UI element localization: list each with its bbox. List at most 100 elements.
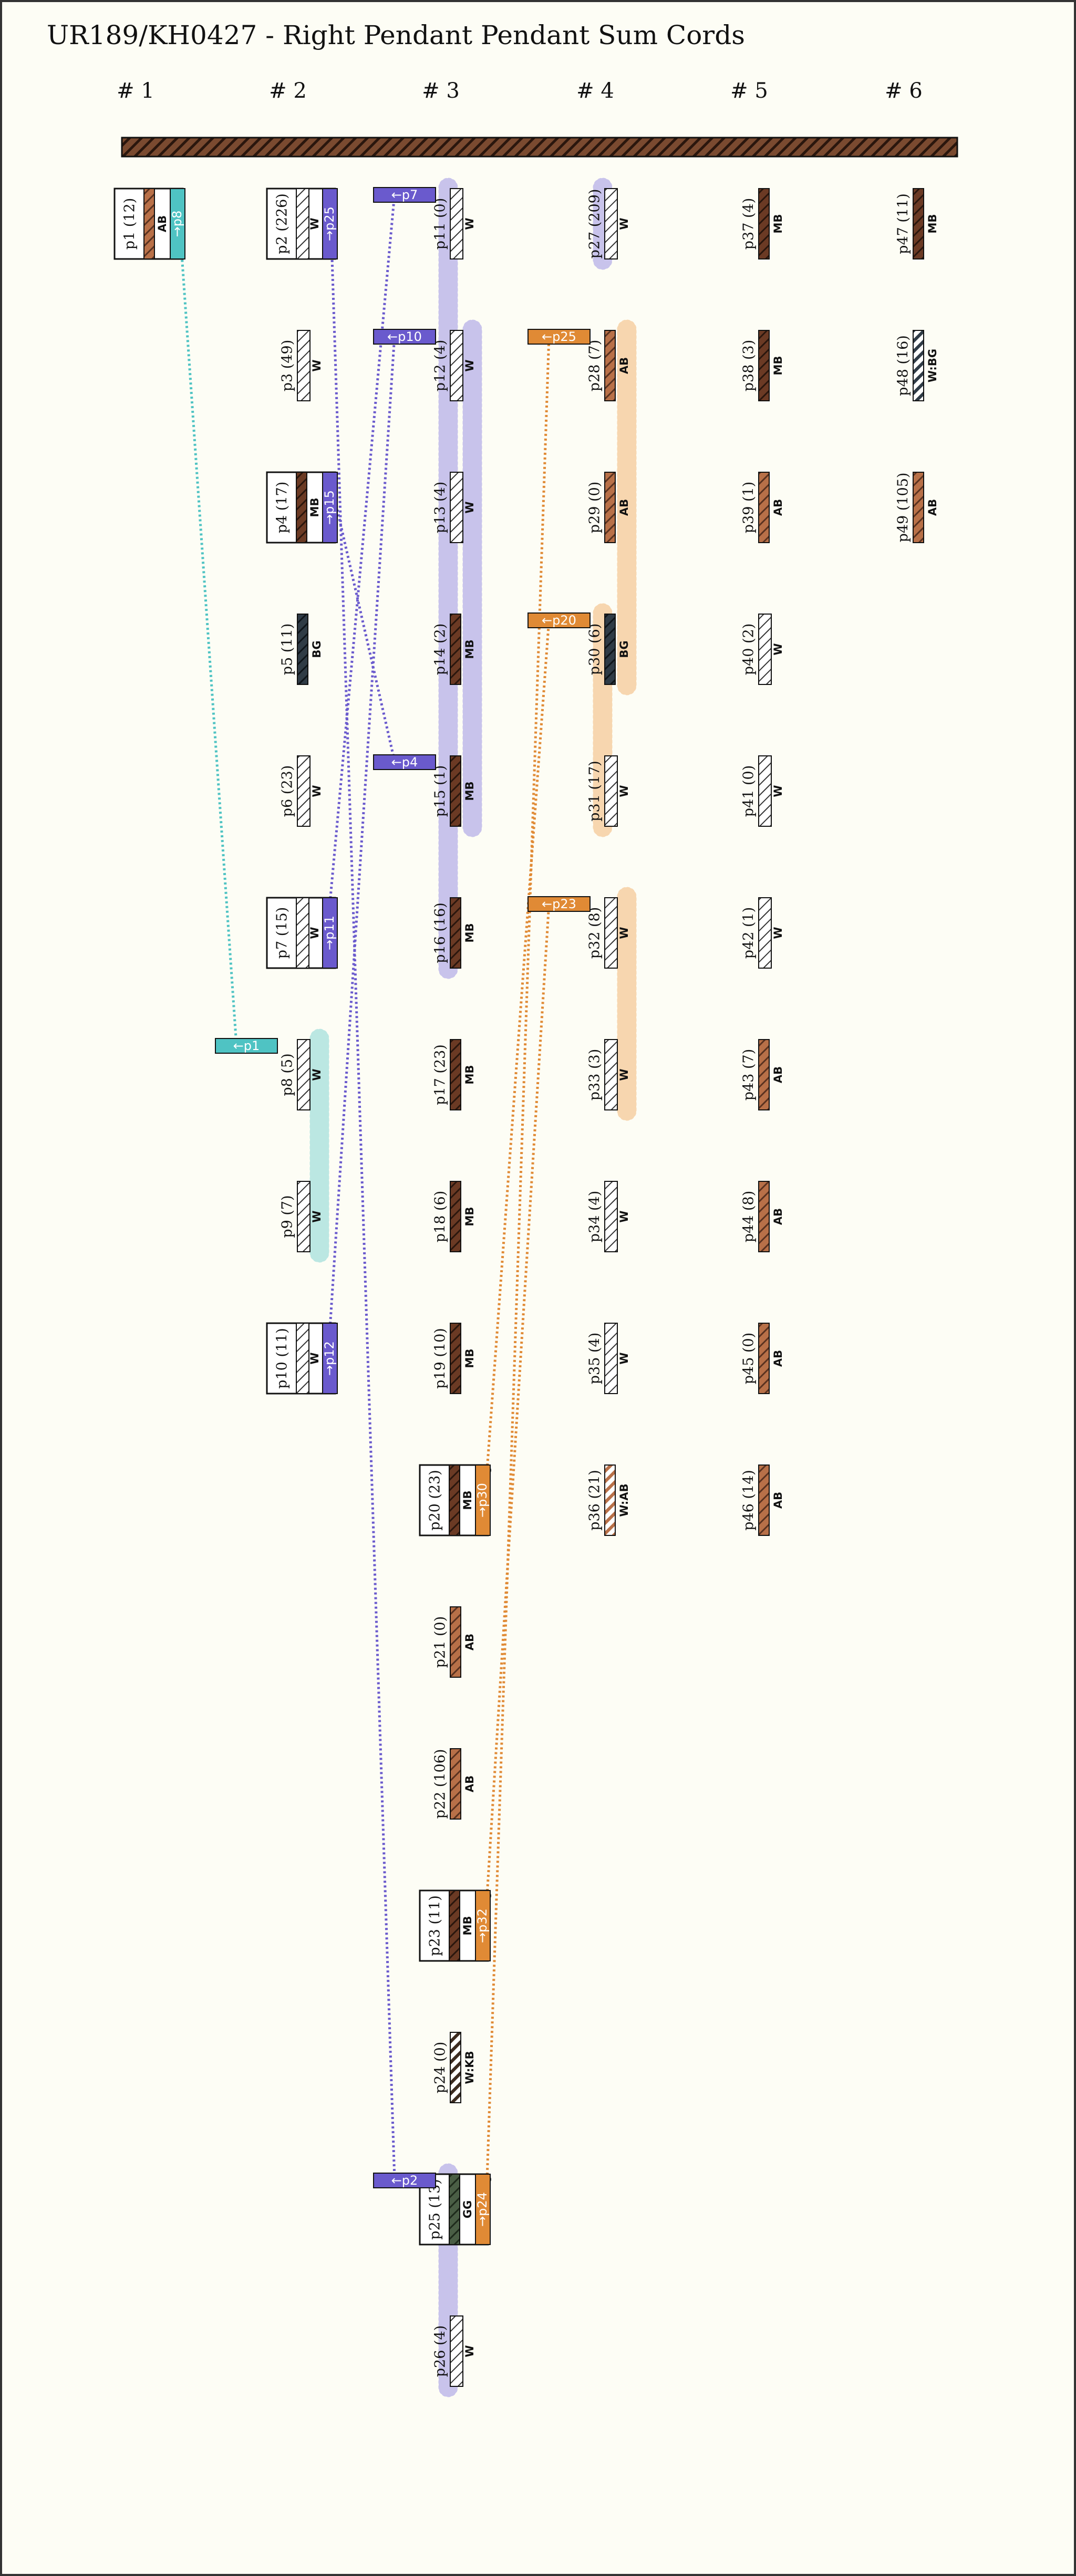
source-tag [527,896,591,912]
source-tag [373,329,436,345]
source-tag-label: ←p10 [387,329,422,344]
pendant-cord: p36 (21)W:AB [587,1464,630,1536]
cord-label: p34 (4) [587,1191,603,1242]
cord-color-code: W [311,1068,323,1081]
cord-color-code: AB [772,499,784,516]
cord-color-code: MB [463,782,476,801]
pendant-cord: p8 (5)W [280,1039,323,1110]
cord-color-code: W:BG [926,349,939,382]
source-tag-label: ←p7 [391,188,418,202]
cord-label: p48 (16) [895,335,912,396]
cord-label: p43 (7) [741,1049,757,1100]
cord-bar [449,1464,460,1536]
pendant-cord: p14 (2)MB [432,614,476,685]
cord-color-code: W [618,217,630,230]
sum-tag [475,1464,491,1536]
cord-color-code: AB [772,1066,784,1083]
sum-tag-label: →p32 [475,1908,490,1943]
pendant-cord: p7 (15)W→p11 [266,897,338,969]
pendant-cord: p23 (11)MB→p32 [419,1889,491,1962]
cord-label: p11 (0) [432,198,449,250]
cord-bar [450,755,461,827]
cord-bar [450,1039,461,1110]
cord-label: p1 (12) [122,198,138,250]
cord-label: p39 (1) [741,482,757,533]
cord-label: p24 (0) [432,2042,449,2093]
cord-bar [604,1181,618,1252]
pendant-cord: p11 (0)W [432,188,476,259]
cord-color-code: W [618,785,630,797]
cord-bar [450,1748,461,1820]
cord-color-code: W [772,785,784,797]
cord-bar [450,614,461,685]
cord-bar [296,897,309,969]
cord-label: p40 (2) [741,624,757,675]
sum-link [328,193,396,903]
sum-tag-label: →p8 [170,211,184,237]
sum-band [309,1029,329,1263]
cord-label: p16 (16) [432,902,449,963]
source-tag-label: ←p1 [233,1038,260,1053]
pendant-cord: p26 (4)W [432,2315,476,2387]
cord-color-code: MB [463,1207,476,1227]
sum-tag [475,1890,491,1961]
cord-label: p17 (23) [432,1044,449,1105]
sum-tag [322,188,338,259]
pendant-cord: p20 (23)MB→p30 [419,1464,491,1536]
cord-label: p42 (1) [741,907,757,959]
pendant-cord: p44 (8)AB [741,1181,784,1252]
cord-bar [913,330,924,401]
cord-color-code: MB [308,498,321,517]
cord-bar [758,897,772,969]
cord-bar [297,1039,311,1110]
cord-color-code: W [311,1210,323,1222]
pendant-cord: p2 (226)W→p25 [266,188,338,260]
cord-label: p15 (1) [432,765,449,817]
source-tag-label: ←p20 [542,613,576,628]
sum-tag-label: →p15 [322,490,337,525]
pendant-cord: p41 (0)W [741,755,784,827]
cord-color-code: AB [156,215,169,232]
cord-label: p14 (2) [432,624,449,675]
cord-bar [604,1039,618,1110]
cord-color-code: W [311,359,323,371]
cord-bar [450,1323,461,1394]
sum-band [438,178,458,979]
cord-label: p19 (10) [432,1328,449,1389]
pendant-cord: p35 (4)W [587,1323,630,1394]
cord-color-code: W [618,1068,630,1081]
cord-color-code: AB [618,357,630,374]
cord-color-code: MB [926,214,939,234]
pendant-cord: p38 (3)MB [741,330,784,401]
pendant-cord: p5 (11)BG [280,614,323,685]
cord-bar [913,472,924,543]
sum-tag [322,897,338,969]
pendant-cord: p27 (209)W [587,188,630,259]
cord-bar [758,1039,770,1110]
pendant-cord: p22 (106)AB [432,1748,476,1820]
cord-color-code: MB [463,923,476,943]
cord-bar [450,472,463,543]
cord-label: p35 (4) [587,1333,603,1384]
cord-label: p6 (23) [280,765,296,817]
cord-label: p12 (4) [432,340,449,391]
cord-bar [604,1464,616,1536]
pendant-cord: p37 (4)MB [741,188,784,259]
cord-color-code: W:KB [463,2051,476,2084]
cord-color-code: W [618,927,630,939]
cord-label: p46 (14) [741,1470,757,1531]
pendant-cord: p46 (14)AB [741,1464,784,1536]
cord-bar [143,188,155,259]
cord-label: p21 (0) [432,1616,449,1668]
cord-color-code: W [308,927,321,939]
group-header: # 1 [117,79,154,103]
sum-tag [170,188,185,259]
cord-bar [450,897,461,969]
cord-label: p9 (7) [280,1195,296,1238]
cord-label: p47 (11) [895,193,912,254]
cord-color-code: MB [772,214,784,234]
cord-bar [449,2174,460,2245]
cord-color-code: W [463,359,476,371]
cord-color-code: W [618,1210,630,1222]
pendant-cord: p13 (4)W [432,472,476,543]
